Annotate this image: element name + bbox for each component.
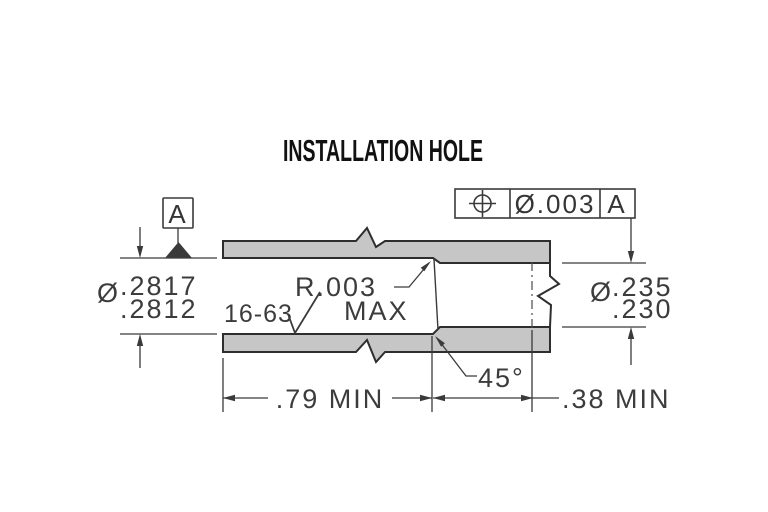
arrowhead-icon [627, 251, 635, 263]
right-extension-lines [562, 262, 646, 328]
thru-dia-upper: .235 [612, 272, 673, 302]
corner-radius-value: R.003 [295, 272, 377, 302]
radius-leader [394, 262, 430, 288]
arrowhead-icon [420, 394, 432, 402]
arrowhead-icon [521, 394, 533, 402]
surface-finish-check-icon [287, 291, 321, 336]
drawing-title: INSTALLATION HOLE [283, 133, 483, 168]
fcf-datum-ref: A [607, 189, 626, 219]
surface-finish-label: 16-63 [224, 300, 293, 328]
position-symbol-icon [469, 190, 496, 217]
arrowhead-icon [433, 394, 445, 402]
arrowhead-icon [136, 334, 144, 346]
fcf-cell-dividers [509, 189, 601, 218]
part-upper-wall [222, 226, 551, 264]
thru-depth-label: .38 MIN [562, 384, 671, 414]
corner-radius-max: MAX [344, 296, 409, 326]
entry-dia-upper: .2817 [120, 271, 198, 301]
arrowhead-icon [627, 327, 635, 339]
arrowhead-icon [435, 336, 445, 347]
datum-flag-label: A [168, 199, 187, 229]
arrowhead-icon [223, 394, 235, 402]
left-extension-lines [120, 257, 217, 335]
thru-dia-symbol: Ø [590, 277, 613, 307]
entry-depth-label: .79 MIN [276, 384, 385, 414]
fcf-tolerance: Ø.003 [515, 189, 596, 219]
chamfer-leader [436, 337, 477, 377]
arrowhead-icon [420, 261, 431, 272]
chamfer-angle-label: 45° [478, 363, 525, 393]
break-line-icon [536, 263, 561, 328]
datum-triangle-icon [165, 242, 192, 258]
entry-dia-symbol: Ø [97, 278, 120, 308]
part-lower-wall [222, 326, 551, 364]
arrowhead-icon [136, 246, 144, 258]
thru-dia-lower: .230 [612, 294, 673, 324]
chamfer-edge [433, 258, 439, 331]
entry-dia-lower: .2812 [120, 294, 198, 324]
